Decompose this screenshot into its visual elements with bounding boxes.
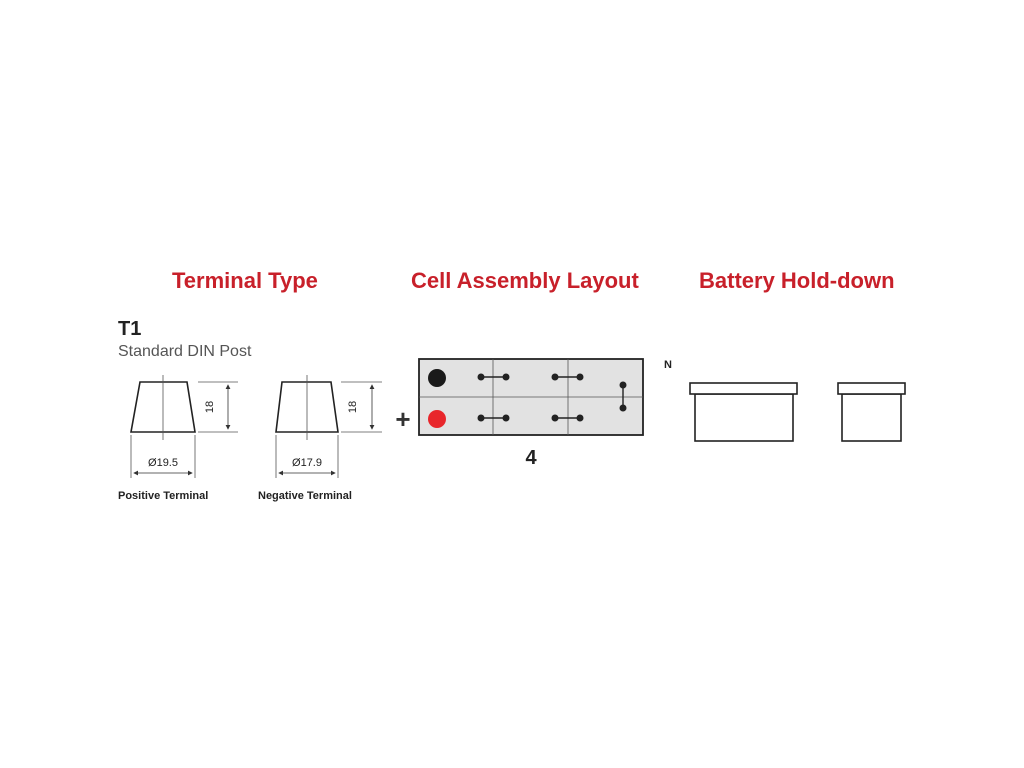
hold-down-marker: N <box>664 359 672 371</box>
negative-terminal-icon <box>428 369 446 387</box>
terminal-code: T1 <box>118 318 142 340</box>
negative-diameter-label: Ø17.9 <box>292 457 322 469</box>
hold-down-large-drawing <box>689 382 798 442</box>
negative-terminal-label: Negative Terminal <box>258 490 352 502</box>
terminal-name: Standard DIN Post <box>118 343 252 360</box>
cell-assembly-box <box>418 358 644 436</box>
cell-connectors <box>477 373 627 422</box>
positive-terminal-icon <box>428 410 446 428</box>
terminal-type-heading: Terminal Type <box>172 268 318 293</box>
negative-terminal-drawing <box>275 375 382 478</box>
negative-height-label: 18 <box>347 401 359 413</box>
positive-terminal-label: Positive Terminal <box>118 490 208 502</box>
plus-sign: + <box>395 404 410 434</box>
hold-down-heading: Battery Hold-down <box>699 268 895 293</box>
cell-layout-heading: Cell Assembly Layout <box>411 268 639 293</box>
positive-diameter-label: Ø19.5 <box>148 457 178 469</box>
positive-height-label: 18 <box>204 401 216 413</box>
cell-layout-number: 4 <box>525 447 537 469</box>
positive-terminal-drawing <box>130 375 238 478</box>
hold-down-small-drawing <box>837 382 906 442</box>
